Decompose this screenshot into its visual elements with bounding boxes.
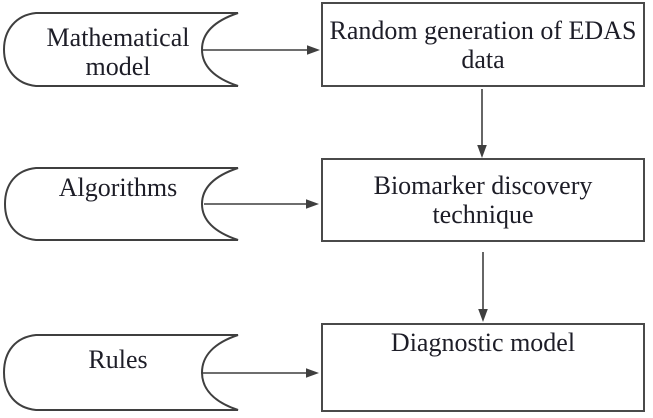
arrow-random-to-biomarker [477,89,487,158]
node-label-mathematical-model: Mathematical model [46,23,190,81]
process-box-diagnostic-model: Diagnostic model [321,323,645,412]
stored-data-shape-rules [2,334,239,411]
stored-data-shape-algorithms [3,167,239,241]
arrow-rules-to-diagnostic [201,368,319,378]
node-label-algorithms: Algorithms [58,173,178,202]
node-label-biomarker-discovery: Biomarker discovery technique [373,171,593,229]
node-label-diagnostic-model: Diagnostic model [390,328,576,357]
arrow-algorithms-to-biomarker [204,199,319,209]
process-box-random-generation: Random generation of EDAS data [321,2,645,87]
process-box-biomarker-discovery: Biomarker discovery technique [321,158,645,242]
node-label-rules: Rules [88,345,148,374]
arrow-mathematical-to-random [203,45,320,55]
stored-data-shape-mathematical-model [2,12,239,87]
node-label-random-generation: Random generation of EDAS data [329,15,637,74]
arrow-biomarker-to-diagnostic [478,252,488,322]
